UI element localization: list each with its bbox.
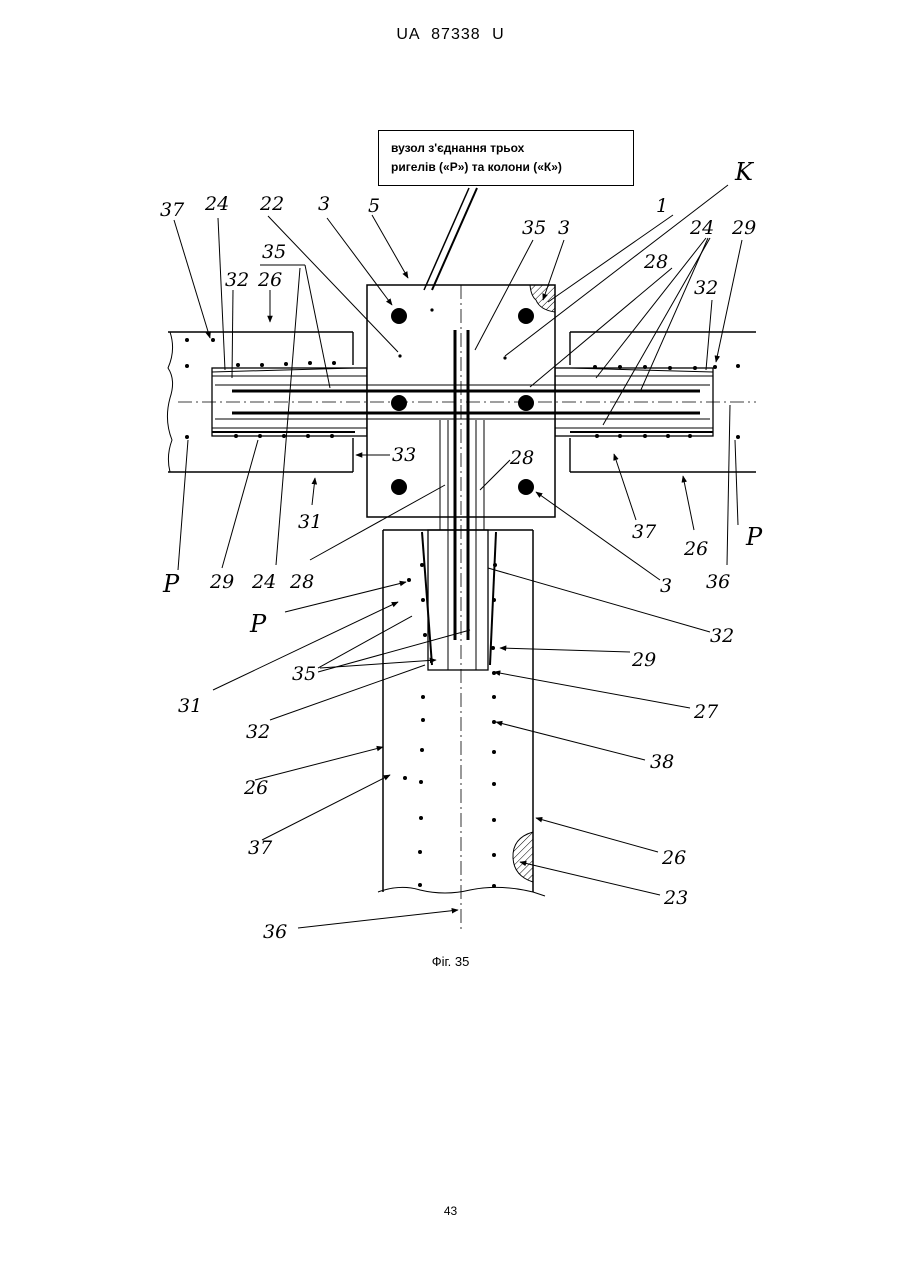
label-28-top: 28 xyxy=(643,251,668,273)
label-27: 27 xyxy=(693,701,719,723)
label-32-column-right: 32 xyxy=(710,625,734,647)
label-38: 38 xyxy=(650,751,674,773)
label-32-top-left: 32 xyxy=(225,269,249,291)
reference-labels: 37 24 22 3 5 35 26 32 35 3 1 K 24 29 28 … xyxy=(160,158,763,943)
label-29-column: 29 xyxy=(631,649,656,671)
label-32-column-left: 32 xyxy=(246,721,270,743)
label-37-column: 37 xyxy=(248,837,273,859)
label-31-column: 31 xyxy=(178,695,202,717)
label-36-right: 36 xyxy=(706,571,730,593)
label-P-left: P xyxy=(162,570,180,598)
label-5: 5 xyxy=(368,195,380,217)
label-31-left: 31 xyxy=(298,511,322,533)
label-24-bottom-left: 24 xyxy=(251,571,276,593)
label-37-right: 37 xyxy=(632,521,657,543)
label-1: 1 xyxy=(656,195,668,217)
label-3-top-right: 3 xyxy=(558,217,570,239)
label-28-center: 28 xyxy=(509,447,534,469)
label-35-top-center: 35 xyxy=(522,217,546,239)
label-28-bottom-left: 28 xyxy=(289,571,314,593)
label-24-top-left: 24 xyxy=(204,193,229,215)
label-37-beam-left: 37 xyxy=(160,199,185,221)
label-26-column-left: 26 xyxy=(243,777,268,799)
label-P-column: P xyxy=(249,610,267,638)
label-23: 23 xyxy=(663,887,688,909)
figure-caption: Фіг. 35 xyxy=(0,954,901,969)
label-24-top-right: 24 xyxy=(689,217,714,239)
label-26-column-right: 26 xyxy=(661,847,686,869)
hatch-column xyxy=(513,832,533,882)
label-35-column: 35 xyxy=(292,663,316,685)
label-3-bottom-right: 3 xyxy=(660,575,672,597)
label-22: 22 xyxy=(259,193,284,215)
page-number: 43 xyxy=(0,1204,901,1218)
label-3-top-left: 3 xyxy=(318,193,330,215)
label-36-bottom: 36 xyxy=(263,921,287,943)
label-33: 33 xyxy=(392,444,416,466)
label-K: K xyxy=(734,158,755,186)
label-29-top-right: 29 xyxy=(731,217,756,239)
label-26-top-left: 26 xyxy=(257,269,282,291)
label-32-top-right: 32 xyxy=(694,277,718,299)
label-29-left: 29 xyxy=(209,571,234,593)
label-26-right: 26 xyxy=(683,538,708,560)
label-35-top-left: 35 xyxy=(262,241,286,263)
label-P-right: P xyxy=(745,523,763,551)
